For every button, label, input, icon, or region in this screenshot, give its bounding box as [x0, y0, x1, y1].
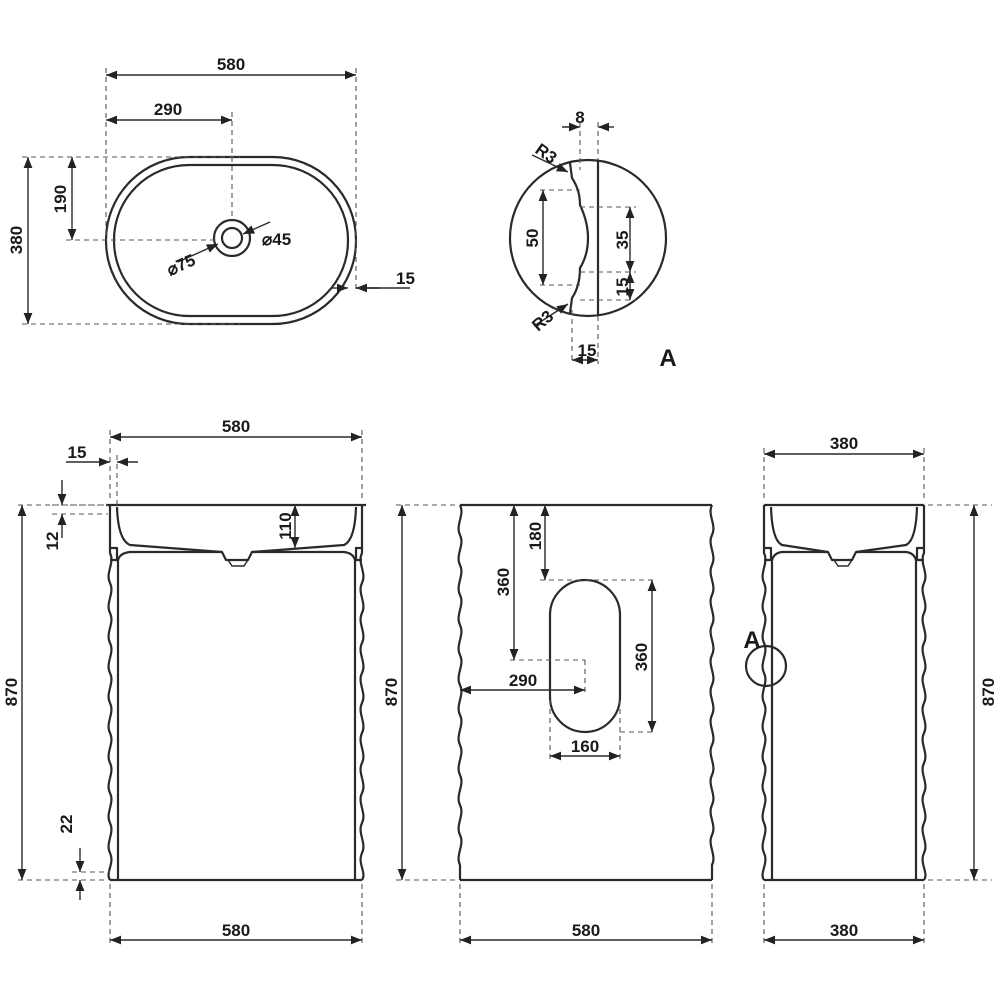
rear-width-bottom-label: 580: [572, 921, 600, 940]
top-width-label: 580: [217, 55, 245, 74]
side-width-bottom-label: 380: [830, 921, 858, 940]
top-half-depth-label: 190: [51, 185, 70, 213]
drain-inner-diameter-label: ⌀45: [262, 230, 291, 249]
front-rim-label: 15: [68, 443, 87, 462]
detail-height-inner-label: 35: [613, 231, 632, 250]
top-rim-label: 15: [396, 269, 415, 288]
detail-height-outer-label: 50: [523, 229, 542, 248]
front-width-top-label: 580: [222, 417, 250, 436]
detail-a-title: A: [659, 345, 676, 372]
drain-inner-circle: [222, 228, 242, 248]
detail-lower-step-label: 15: [613, 278, 632, 297]
detail-a-profile: [570, 163, 588, 313]
detail-radius-top-label: R3: [532, 140, 561, 168]
side-section-view: A 380 870 380: [743, 434, 998, 946]
front-width-bottom-label: 580: [222, 921, 250, 940]
side-width-top-label: 380: [830, 434, 858, 453]
rear-height-label: 870: [382, 678, 401, 706]
rear-left-wall: [459, 505, 462, 880]
side-height-label: 870: [979, 678, 998, 706]
front-left-wall: [109, 505, 112, 880]
top-view: 580 290 380 190 15 ⌀75 ⌀45: [7, 55, 415, 324]
front-basin-depth-label: 110: [276, 512, 295, 539]
rear-opening-width-label: 160: [571, 737, 599, 756]
top-depth-label: 380: [7, 226, 26, 254]
detail-radius-bottom-label: R3: [528, 307, 557, 336]
front-section-view: 580 15 12 110 870 22 580: [2, 417, 366, 946]
front-rim-height-label: 12: [43, 532, 62, 551]
rear-center-height-label: 360: [494, 568, 513, 596]
basin-outer-outline: [106, 157, 356, 324]
rear-opening-height-label: 360: [632, 643, 651, 671]
rear-center-offset-label: 290: [509, 671, 537, 690]
front-height-label: 870: [2, 678, 21, 706]
rear-right-wall: [711, 505, 714, 880]
side-right-wall: [923, 505, 926, 880]
rear-view: 870 180 360 290 360 160 580: [382, 505, 713, 946]
detail-bottom-width-label: 15: [578, 341, 597, 360]
front-base-label: 22: [57, 815, 76, 834]
side-detail-marker-label: A: [743, 627, 760, 654]
front-right-wall: [361, 505, 364, 880]
rear-opening: [550, 580, 620, 732]
rear-top-offset-label: 180: [526, 522, 545, 550]
top-half-width-label: 290: [154, 100, 182, 119]
drain-outer-circle: [214, 220, 250, 256]
side-left-wall: [763, 505, 766, 880]
detail-a-view: 8 R3 R3 50 35 15 15 A: [510, 108, 677, 372]
detail-top-gap-label: 8: [575, 108, 584, 127]
